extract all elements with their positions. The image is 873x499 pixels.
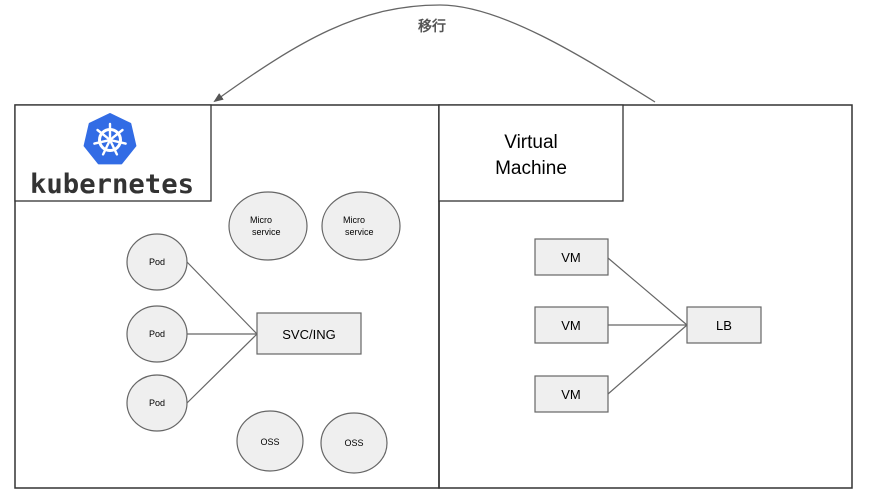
microservice-node[interactable]: Micro service bbox=[228, 191, 308, 261]
svc-ing-label: SVC/ING bbox=[282, 327, 335, 342]
connector-pod1-svc bbox=[186, 261, 258, 335]
vm-node[interactable]: VM bbox=[534, 375, 609, 413]
oss-label: OSS bbox=[260, 437, 279, 447]
microservice-label-line2: service bbox=[345, 227, 374, 237]
oss-node[interactable]: OSS bbox=[320, 412, 388, 474]
pod-label: Pod bbox=[149, 257, 165, 267]
oss-node[interactable]: OSS bbox=[236, 410, 304, 472]
pod-node[interactable]: Pod bbox=[126, 305, 188, 363]
virtual-machine-container: Virtual Machine VM VM VM LB bbox=[438, 104, 853, 489]
microservice-label-line2: service bbox=[252, 227, 281, 237]
pod-node[interactable]: Pod bbox=[126, 233, 188, 291]
kubernetes-cluster-container: kubernetes Micro service Micro service P… bbox=[14, 104, 440, 489]
pod-node[interactable]: Pod bbox=[126, 374, 188, 432]
microservice-label-line1: Micro bbox=[250, 215, 272, 225]
vm-title-line1: Virtual bbox=[504, 132, 558, 153]
load-balancer-node[interactable]: LB bbox=[686, 306, 762, 344]
connector-vm3-lb bbox=[607, 324, 688, 395]
vm-label: VM bbox=[561, 387, 581, 402]
pod-label: Pod bbox=[149, 398, 165, 408]
kubernetes-helm-wheel-icon bbox=[83, 113, 137, 165]
pod-label: Pod bbox=[149, 329, 165, 339]
vm-label: VM bbox=[561, 250, 581, 265]
vm-title-box bbox=[438, 104, 624, 202]
load-balancer-label: LB bbox=[716, 318, 732, 333]
svc-ing-node[interactable]: SVC/ING bbox=[256, 312, 362, 355]
vm-container-border bbox=[438, 104, 853, 489]
migration-label: 移行 bbox=[418, 18, 446, 35]
connector-pod3-svc bbox=[186, 333, 258, 404]
connector-vm1-lb bbox=[607, 257, 688, 326]
migration-arrow bbox=[213, 4, 656, 103]
vm-node[interactable]: VM bbox=[534, 306, 609, 344]
microservice-label-line1: Micro bbox=[343, 215, 365, 225]
vm-node[interactable]: VM bbox=[534, 238, 609, 276]
kubernetes-wordmark: kubernetes bbox=[30, 169, 194, 200]
oss-label: OSS bbox=[344, 438, 363, 448]
vm-title-line2: Machine bbox=[495, 158, 567, 179]
microservice-node[interactable]: Micro service bbox=[321, 191, 401, 261]
vm-label: VM bbox=[561, 318, 581, 333]
